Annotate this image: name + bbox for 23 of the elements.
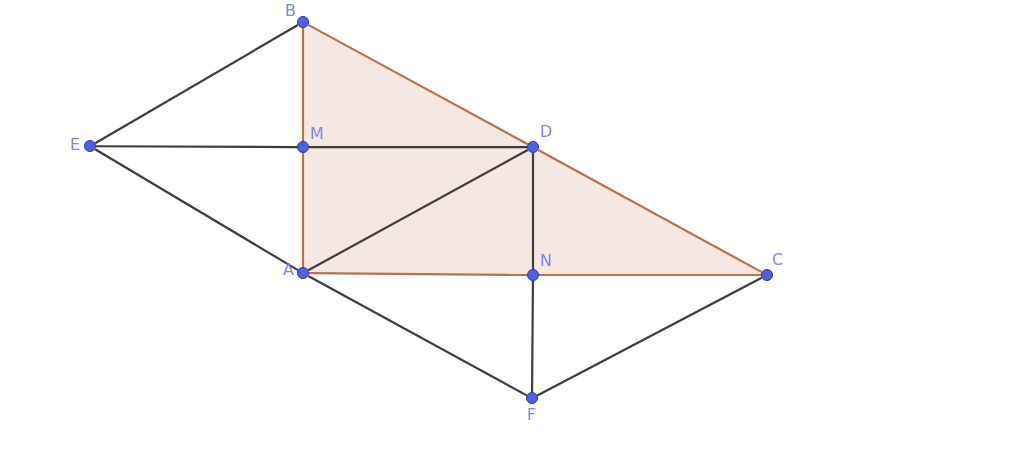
point-label: E bbox=[70, 136, 81, 155]
point-label: M bbox=[310, 125, 324, 144]
point-label: D bbox=[540, 123, 553, 142]
line-segment bbox=[94, 148, 299, 272]
line-segment bbox=[94, 24, 299, 145]
line-segment bbox=[309, 272, 527, 277]
line-segment bbox=[301, 28, 305, 142]
line-segment bbox=[536, 276, 763, 397]
line-segment bbox=[307, 149, 529, 272]
line-segment bbox=[530, 281, 535, 393]
point-label: B bbox=[285, 2, 296, 20]
line-segment bbox=[539, 273, 761, 277]
line-segment bbox=[307, 23, 529, 146]
line-segment bbox=[531, 153, 535, 269]
point-label: N bbox=[540, 252, 552, 270]
point-label: F bbox=[527, 406, 537, 425]
line-segment bbox=[301, 153, 305, 268]
line-segment bbox=[537, 149, 763, 274]
line-segment bbox=[309, 146, 527, 149]
point-label: A bbox=[283, 261, 294, 280]
line-segment bbox=[96, 145, 297, 149]
line-segment bbox=[307, 275, 528, 397]
point-label: C bbox=[772, 251, 784, 269]
